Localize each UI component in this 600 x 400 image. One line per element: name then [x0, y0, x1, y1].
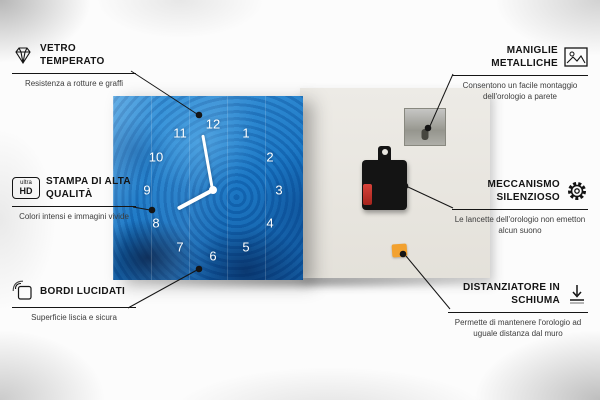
feature-title: MANIGLIE METALLICHE: [491, 45, 558, 69]
ultra-hd-icon: ultra HD: [12, 177, 40, 199]
callout-bordi-lucidati: BORDI LUCIDATI Superficie liscia e sicur…: [12, 280, 136, 324]
clock-number: 11: [173, 125, 187, 141]
callout-title-row: ultra HD STAMPA DI ALTA QUALITÀ: [12, 175, 136, 207]
callout-title-row: DISTANZIATORE IN SCHIUMA: [448, 281, 588, 313]
clock-face: 12 1 2 3 4 5 6 7 8 9 10 11: [113, 96, 303, 280]
clock-number: 1: [242, 125, 250, 141]
feature-desc: Le lancette dell'orologio non emetton al…: [454, 215, 586, 235]
bracket-keyhole: [421, 129, 429, 140]
battery: [363, 184, 372, 205]
clock-number: 7: [176, 239, 184, 255]
clock-number: 5: [242, 239, 250, 255]
callout-vetro-temperato: VETRO TEMPERATO Resistenza a rotture e g…: [12, 42, 136, 90]
feature-title: DISTANZIATORE IN SCHIUMA: [462, 282, 560, 306]
feature-desc: Consentono un facile montaggio dell'orol…: [462, 81, 578, 101]
clock-back-panel: [300, 88, 490, 278]
feature-desc: Resistenza a rotture e graffi: [24, 79, 124, 88]
minute-hand: [201, 134, 214, 191]
clock-number: 3: [275, 182, 283, 198]
clock-mechanism: [362, 160, 407, 210]
callout-title-row: MANIGLIE METALLICHE: [452, 44, 588, 76]
gear-icon: [566, 180, 588, 202]
callout-maniglie-metalliche: MANIGLIE METALLICHE Consentono un facile…: [452, 44, 588, 103]
clock-number: 8: [152, 215, 160, 231]
callout-title-row: BORDI LUCIDATI: [12, 280, 136, 308]
picture-frame-icon: [564, 47, 588, 67]
diamond-icon: [12, 46, 34, 65]
spacer-arrow-down-icon: [566, 283, 588, 305]
clock-number: 9: [143, 182, 151, 198]
clock-number: 10: [148, 149, 164, 165]
polished-edge-icon: [12, 280, 34, 302]
feature-title: VETRO TEMPERATO: [40, 43, 105, 67]
callout-distanziatore-schiuma: DISTANZIATORE IN SCHIUMA Permette di man…: [448, 281, 588, 340]
feature-desc: Superficie liscia e sicura: [31, 313, 117, 322]
callout-title-row: VETRO TEMPERATO: [12, 42, 136, 74]
clock-number: 12: [205, 116, 221, 132]
metal-hanging-bracket: [404, 108, 446, 146]
feature-title: BORDI LUCIDATI: [40, 285, 126, 297]
clock-center-cap: [209, 186, 217, 194]
callout-stampa-alta-qualita: ultra HD STAMPA DI ALTA QUALITÀ Colori i…: [12, 175, 136, 223]
foam-spacer: [391, 243, 408, 258]
feature-title: MECCANISMO SILENZIOSO: [487, 179, 560, 203]
mechanism-hook: [378, 146, 391, 162]
callout-meccanismo-silenzioso: MECCANISMO SILENZIOSO Le lancette dell'o…: [452, 178, 588, 237]
ultra-hd-label-bottom: HD: [19, 185, 33, 196]
clock-number: 4: [266, 215, 274, 231]
clock-number: 6: [209, 248, 217, 264]
ultra-hd-label-top: ultra: [20, 180, 32, 187]
feature-desc: Colori intensi e immagini vivide: [19, 212, 129, 221]
clock-number: 2: [266, 149, 274, 165]
callout-title-row: MECCANISMO SILENZIOSO: [452, 178, 588, 210]
feature-title: STAMPA DI ALTA QUALITÀ: [46, 176, 131, 200]
feature-desc: Permette di mantenere l'orologio ad ugua…: [454, 318, 582, 338]
